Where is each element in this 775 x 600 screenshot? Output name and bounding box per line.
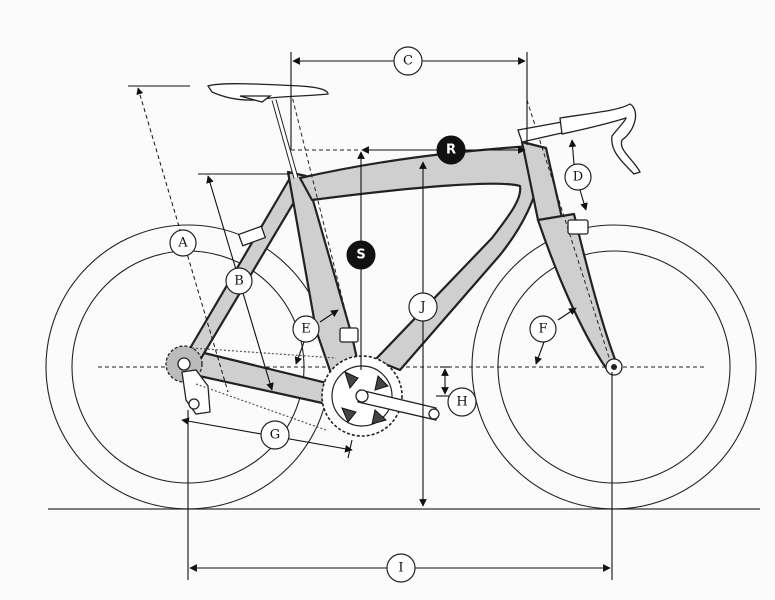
svg-text:C: C <box>403 54 413 69</box>
label-d: D <box>564 163 592 191</box>
saddle-seatpost <box>206 83 329 179</box>
label-s: S <box>346 240 376 270</box>
svg-text:H: H <box>456 395 467 410</box>
front-hub <box>605 358 623 376</box>
front-derailleur <box>339 327 359 343</box>
svg-text:G: G <box>270 428 280 443</box>
dimension-e <box>294 309 339 365</box>
svg-text:J: J <box>418 300 425 315</box>
dimension-h <box>436 366 452 397</box>
label-i: I <box>386 553 416 583</box>
seat-tube-axis <box>290 91 361 371</box>
svg-text:E: E <box>301 322 311 337</box>
svg-text:I: I <box>398 561 403 576</box>
dimension-d <box>568 139 588 211</box>
handlebar <box>517 103 641 175</box>
crank-arm <box>355 389 440 421</box>
rear-derailleur <box>181 369 211 415</box>
label-h: H <box>447 387 477 417</box>
svg-text:A: A <box>177 236 188 251</box>
label-j: J <box>408 292 438 322</box>
label-c: C <box>393 46 423 76</box>
dimension-f <box>534 307 577 365</box>
svg-text:D: D <box>573 170 583 185</box>
label-g: G <box>260 420 290 450</box>
label-b: B <box>225 267 253 295</box>
svg-text:S: S <box>356 248 365 263</box>
label-r: R <box>436 135 466 165</box>
front-brake <box>567 219 589 235</box>
label-f: F <box>529 315 557 343</box>
svg-text:R: R <box>446 143 456 158</box>
label-e: E <box>292 315 320 343</box>
svg-text:B: B <box>234 274 244 289</box>
dimension-a <box>128 85 229 393</box>
label-a: A <box>169 229 197 257</box>
svg-text:F: F <box>538 322 547 337</box>
